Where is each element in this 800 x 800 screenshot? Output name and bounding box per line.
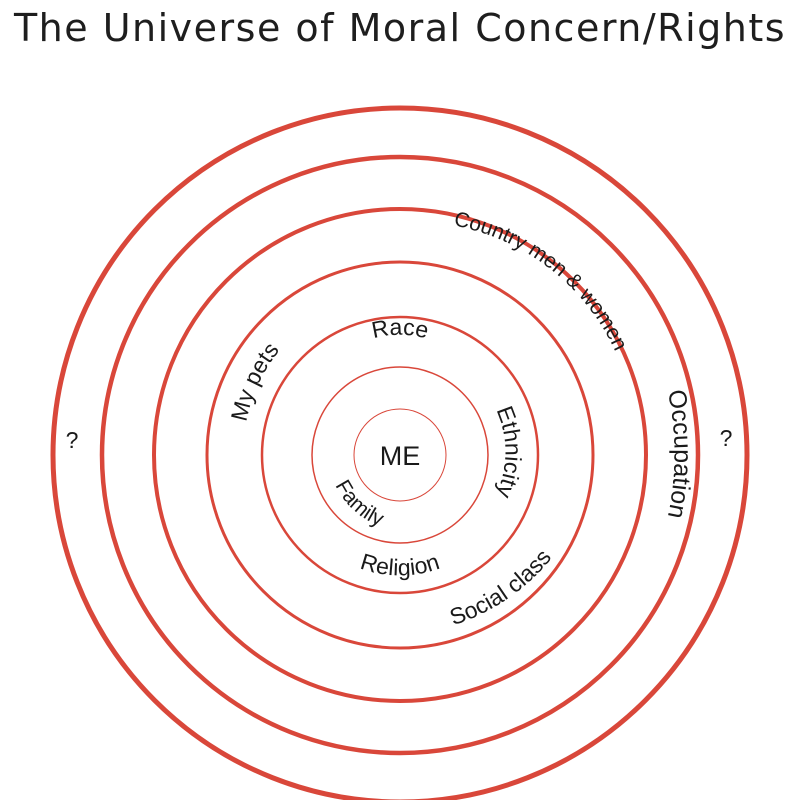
ring-family (311, 366, 489, 544)
ring-country (152, 207, 648, 703)
label-religion-text: Religion (358, 548, 443, 580)
label-my-pets-text: My pets (226, 337, 284, 423)
ring-occupation (99, 154, 701, 756)
ring-outer (50, 105, 750, 800)
label-unknown-right: ? (720, 425, 733, 451)
center-label: ME (380, 441, 421, 471)
label-race: Race (369, 314, 431, 344)
label-unknown-left: ? (66, 427, 79, 453)
ring-race-religion (260, 315, 540, 595)
label-occupation-text: Occupation (662, 387, 697, 521)
label-race-text: Race (369, 314, 431, 344)
label-occupation: Occupation (662, 387, 697, 521)
label-ethnicity-text: Ethnicity (491, 402, 526, 502)
label-family-text: Family (331, 476, 388, 531)
label-country-text: Country men & women (452, 208, 632, 354)
label-country: Country men & women (452, 208, 632, 354)
label-ethnicity: Ethnicity (491, 402, 526, 502)
ring-pets-social (205, 260, 595, 650)
diagram-title: The Universe of Moral Concern/Rights (13, 6, 787, 50)
label-my-pets: My pets (226, 337, 284, 423)
ring-me (353, 408, 447, 502)
label-religion: Religion (358, 548, 443, 580)
label-family: Family (331, 476, 388, 531)
